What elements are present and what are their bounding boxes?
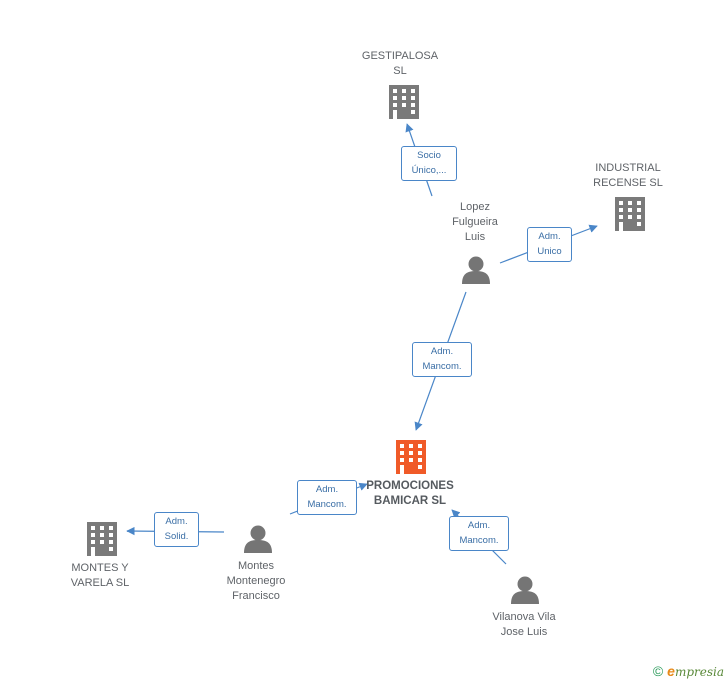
edge-label-vilanova-adm-mancom[interactable]: Adm. Mancom. xyxy=(449,516,509,551)
building-icon-montes-varela[interactable] xyxy=(87,522,117,556)
company-label-industrial[interactable]: INDUSTRIAL RECENSE SL xyxy=(593,162,663,189)
company-label-promociones[interactable]: PROMOCIONES BAMICAR SL xyxy=(366,480,454,507)
edge-label-adm-solid[interactable]: Adm. Solid. xyxy=(154,512,199,547)
person-label-montes[interactable]: Montes Montenegro Francisco xyxy=(226,560,286,602)
edge-label-adm-unico[interactable]: Adm. Unico xyxy=(527,227,572,262)
edge-label-lopez-adm-mancom[interactable]: Adm. Mancom. xyxy=(412,342,472,377)
person-icon-montes[interactable] xyxy=(244,525,272,554)
person-label-lopez[interactable]: Lopez Fulgueira Luis xyxy=(452,201,498,243)
edge-label-montes-adm-mancom[interactable]: Adm. Mancom. xyxy=(297,480,357,515)
person-icon-vilanova[interactable] xyxy=(511,576,539,605)
company-label-montes-varela[interactable]: MONTES Y VARELA SL xyxy=(70,562,130,589)
company-label-gestipalosa[interactable]: GESTIPALOSA SL xyxy=(361,50,439,77)
person-icon-lopez[interactable] xyxy=(462,256,490,285)
building-icon-industrial[interactable] xyxy=(615,197,645,231)
building-icon-gestipalosa[interactable] xyxy=(389,85,419,119)
footer-brand: © empresia xyxy=(653,663,724,679)
building-icon-promociones[interactable] xyxy=(396,440,426,474)
edge-label-socio-unico[interactable]: Socio Único,... xyxy=(401,146,457,181)
copyright-icon: © xyxy=(652,663,664,679)
empresia-logo[interactable]: empresia xyxy=(667,663,724,679)
person-label-vilanova[interactable]: Vilanova Vila Jose Luis xyxy=(492,611,556,638)
